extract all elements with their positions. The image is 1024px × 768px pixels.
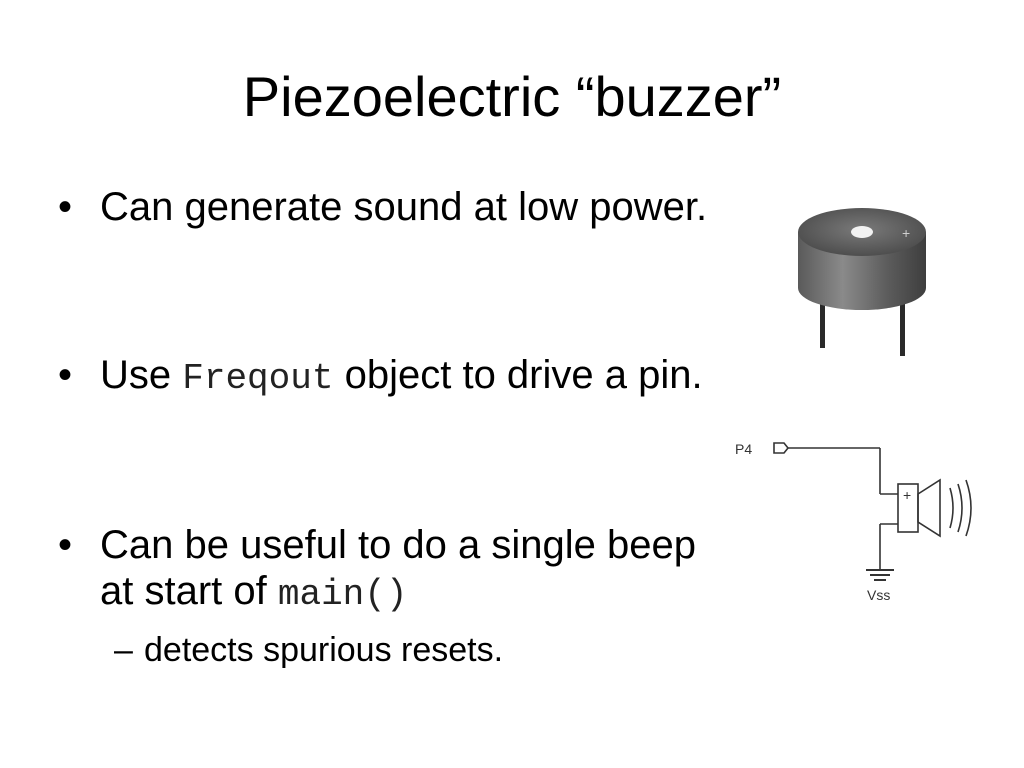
code-freqout: Freqout: [182, 358, 334, 399]
bullet-item: • Can generate sound at low power.: [58, 184, 740, 230]
buzzer-hole: [851, 226, 873, 238]
code-main: main(): [277, 574, 408, 615]
sub-bullet-text: detects spurious resets.: [144, 631, 504, 669]
speaker-plus: +: [903, 487, 911, 503]
bullet-marker: •: [58, 523, 73, 567]
bullet-marker: •: [58, 185, 73, 229]
sub-bullet-marker: –: [114, 631, 133, 669]
buzzer-plus-marking: +: [902, 225, 910, 241]
speaker-cone: [917, 478, 941, 538]
sub-bullet-item: – detects spurious resets.: [114, 630, 503, 670]
slide-title: Piezoelectric “buzzer”: [242, 65, 782, 128]
pin-connector: [773, 442, 790, 454]
buzzer-legs: [820, 296, 905, 356]
bullet-marker: •: [58, 353, 73, 397]
bullet-text: object to drive a pin.: [333, 353, 703, 397]
bullet-text: Use: [100, 353, 183, 397]
bullet-text: Can generate sound at low power.: [100, 185, 708, 229]
bullet-text: Can be useful to do a single beep at sta…: [100, 523, 696, 613]
pin-label: P4: [735, 441, 752, 457]
ground-label: Vss: [867, 587, 890, 603]
schematic-diagram: P4 + Vss: [735, 441, 972, 603]
bullet-item: • Can be useful to do a single beep at s…: [58, 522, 740, 618]
bullet-item: • Use Freqout object to drive a pin.: [58, 352, 780, 402]
buzzer-image: +: [798, 208, 926, 356]
schematic-wiring: [773, 442, 972, 581]
